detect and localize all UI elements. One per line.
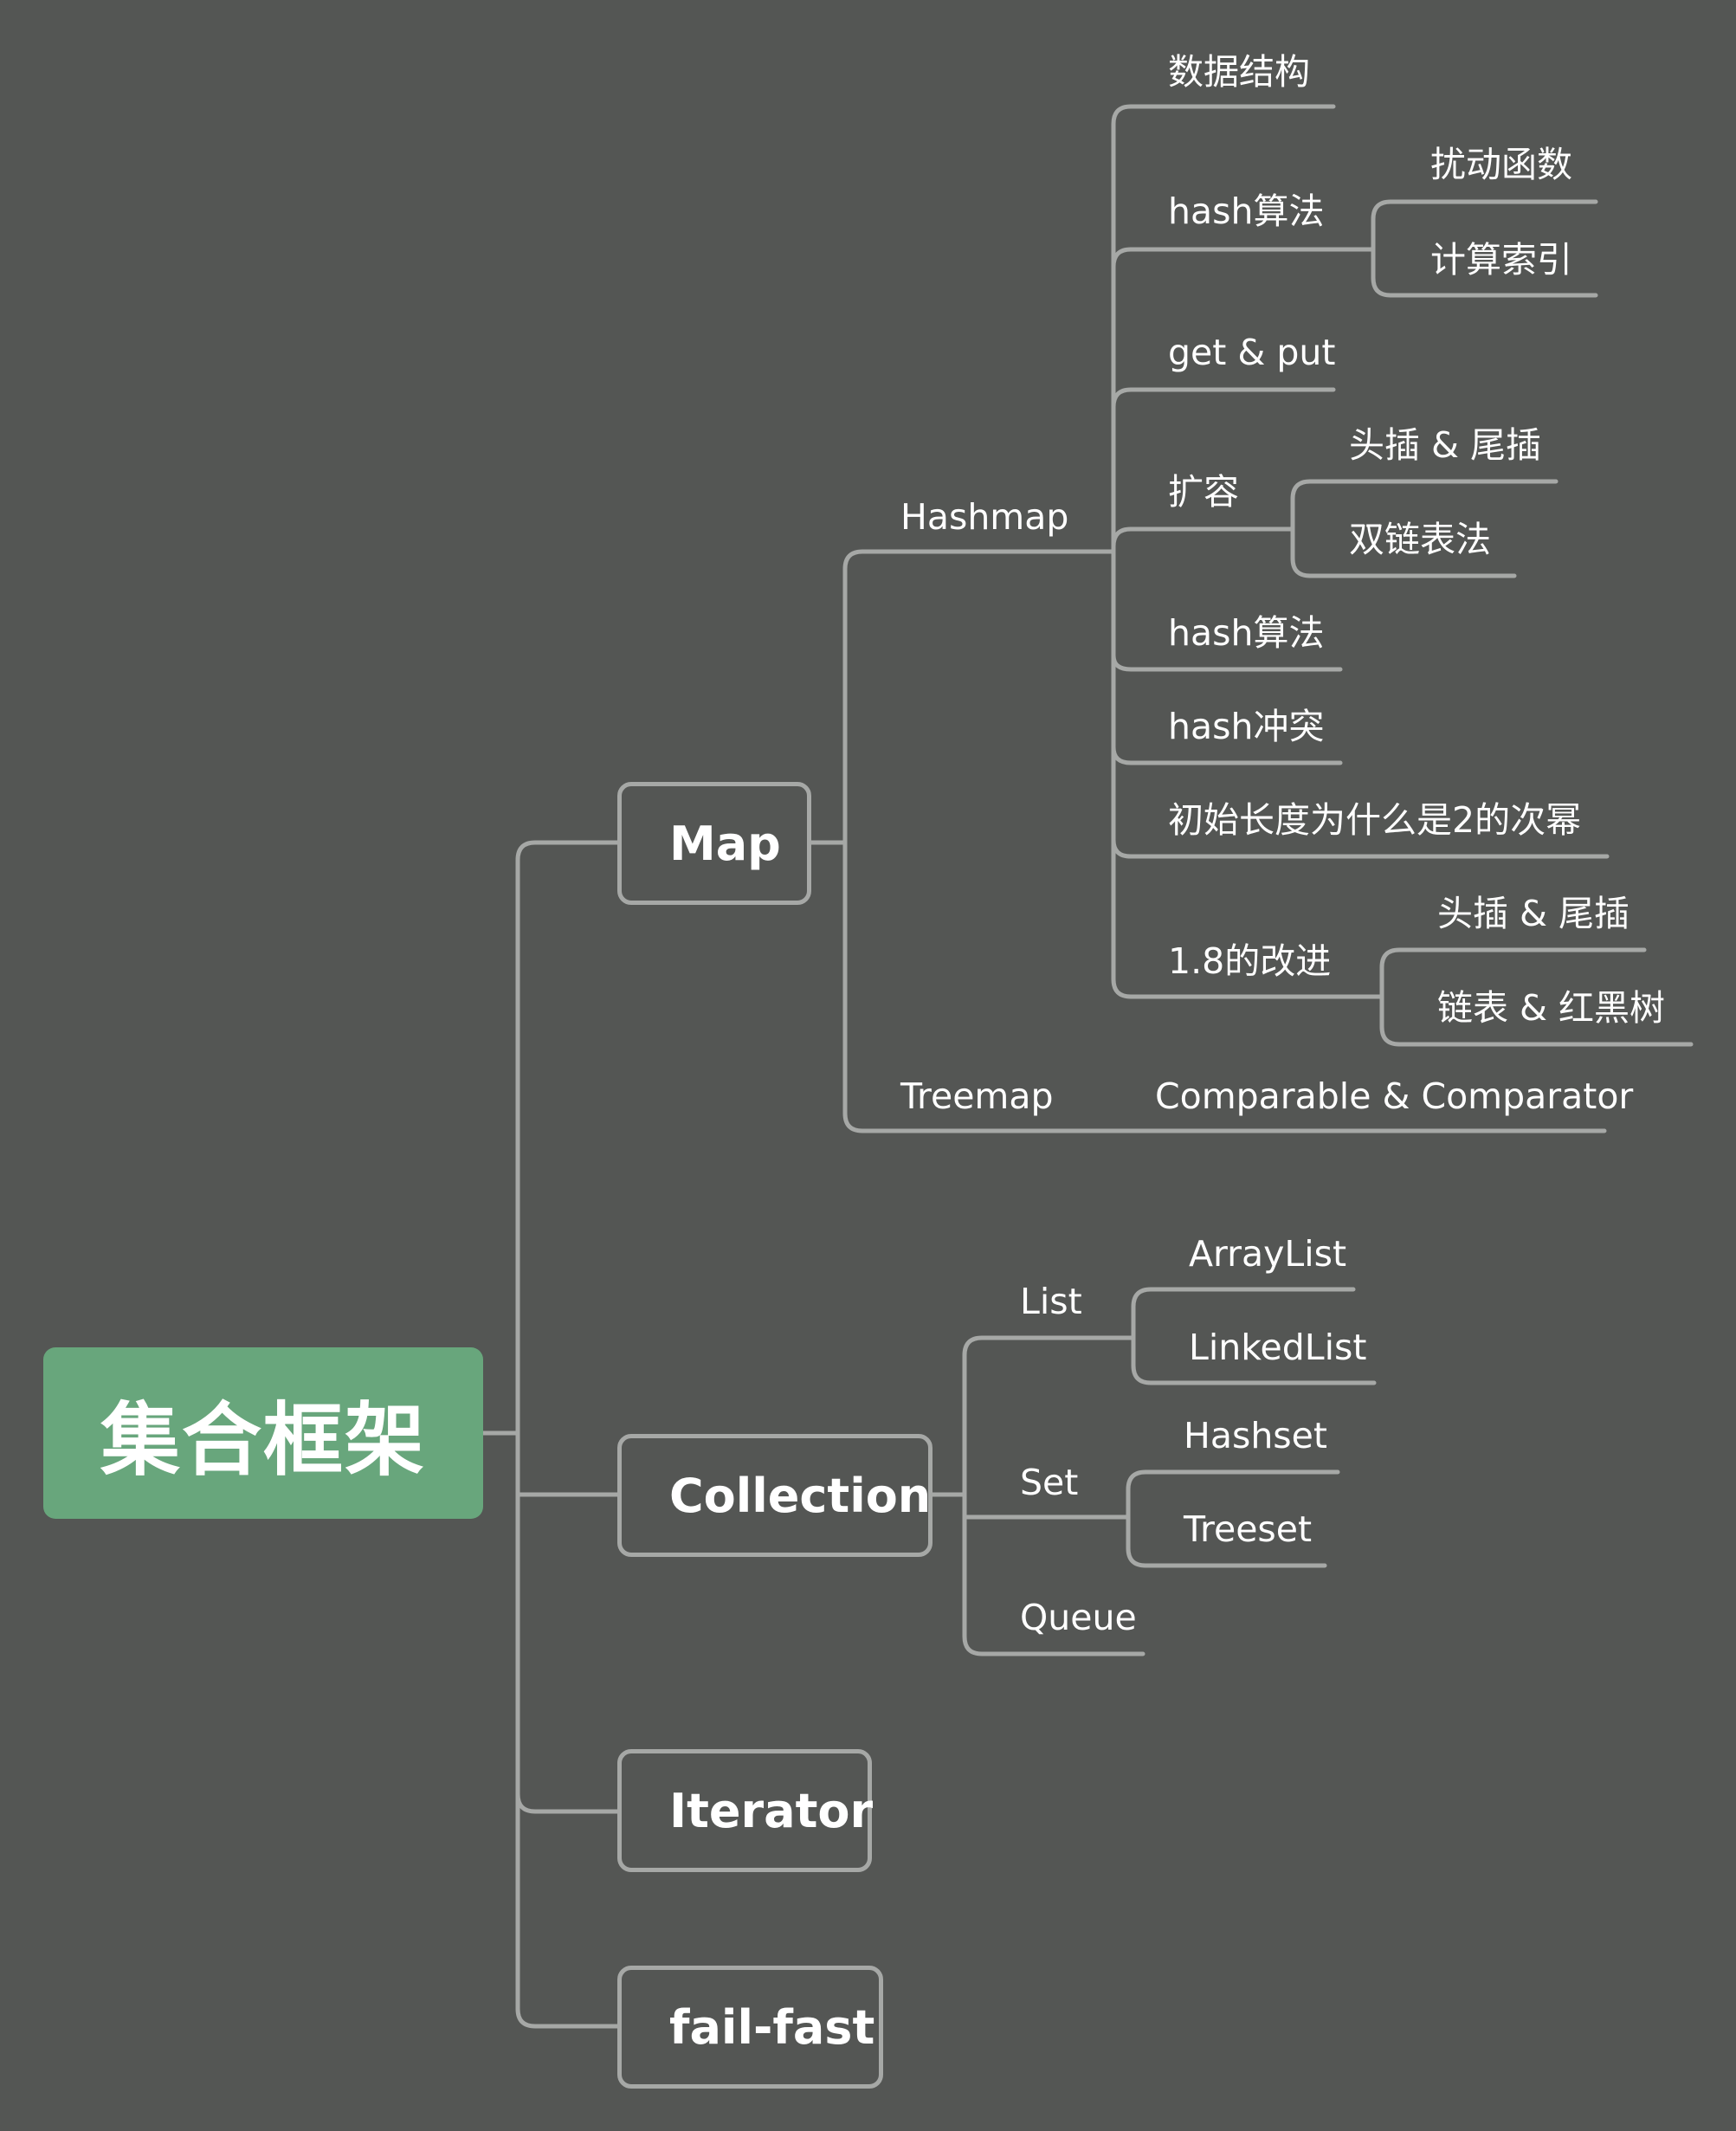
compute-index-node[interactable]: 计算索引 [1430,239,1572,281]
data-structure-node[interactable]: 数据结构 [1168,51,1310,93]
linked-list-rbtree-node[interactable]: 链表 & 红黑树 [1437,987,1666,1029]
set-node[interactable]: Set [1020,1462,1079,1503]
iterator-node[interactable]: Iterator [617,1749,873,1872]
root-node[interactable]: 集合框架 [43,1347,483,1519]
treemap-node[interactable]: Treemap [900,1075,1054,1117]
connector-root-collection [515,1430,620,1497]
failfast-node[interactable]: fail-fast [617,1966,883,2089]
hashset-node[interactable]: Hashset [1184,1415,1327,1456]
map-node[interactable]: Map [617,782,811,905]
hash-conflict-node[interactable]: hash冲突 [1168,706,1325,747]
hashmap-node[interactable]: Hashmap [900,496,1069,538]
initial-length-node[interactable]: 初始长度为什么是2的次幂 [1168,799,1582,841]
connector-map-hashmap [809,549,1116,845]
get-put-node[interactable]: get & put [1168,332,1336,373]
java18-improvements-node[interactable]: 1.8的改进 [1168,940,1332,982]
head-tail-insert-node[interactable]: 头插 & 尾插 [1349,424,1542,466]
queue-node[interactable]: Queue [1020,1597,1137,1638]
connector-root-map [481,840,620,1436]
connector-root-failfast [515,1792,620,2029]
perturbation-function-node[interactable]: 扰动函数 [1430,144,1572,185]
treeset-node[interactable]: Treeset [1184,1508,1313,1550]
connector-map-treemap [842,840,1607,1133]
hash-algorithm-2-node[interactable]: hash算法 [1168,612,1325,654]
hash-algorithm-node[interactable]: hash算法 [1168,190,1325,232]
collection-node[interactable]: Collection [617,1434,933,1557]
double-linked-node[interactable]: 双链表法 [1349,519,1491,560]
linkedlist-node[interactable]: LinkedList [1189,1327,1367,1368]
connector-root-iterator [515,1430,620,1814]
comparable-comparator-node[interactable]: Comparable & Comparator [1155,1075,1634,1117]
head-tail-insert-18-node[interactable]: 头插 & 尾插 [1437,893,1630,934]
list-node[interactable]: List [1020,1281,1082,1322]
resize-node[interactable]: 扩容 [1168,471,1239,513]
arraylist-node[interactable]: ArrayList [1189,1233,1347,1275]
connector-hashmap-trunk [1111,104,1336,554]
